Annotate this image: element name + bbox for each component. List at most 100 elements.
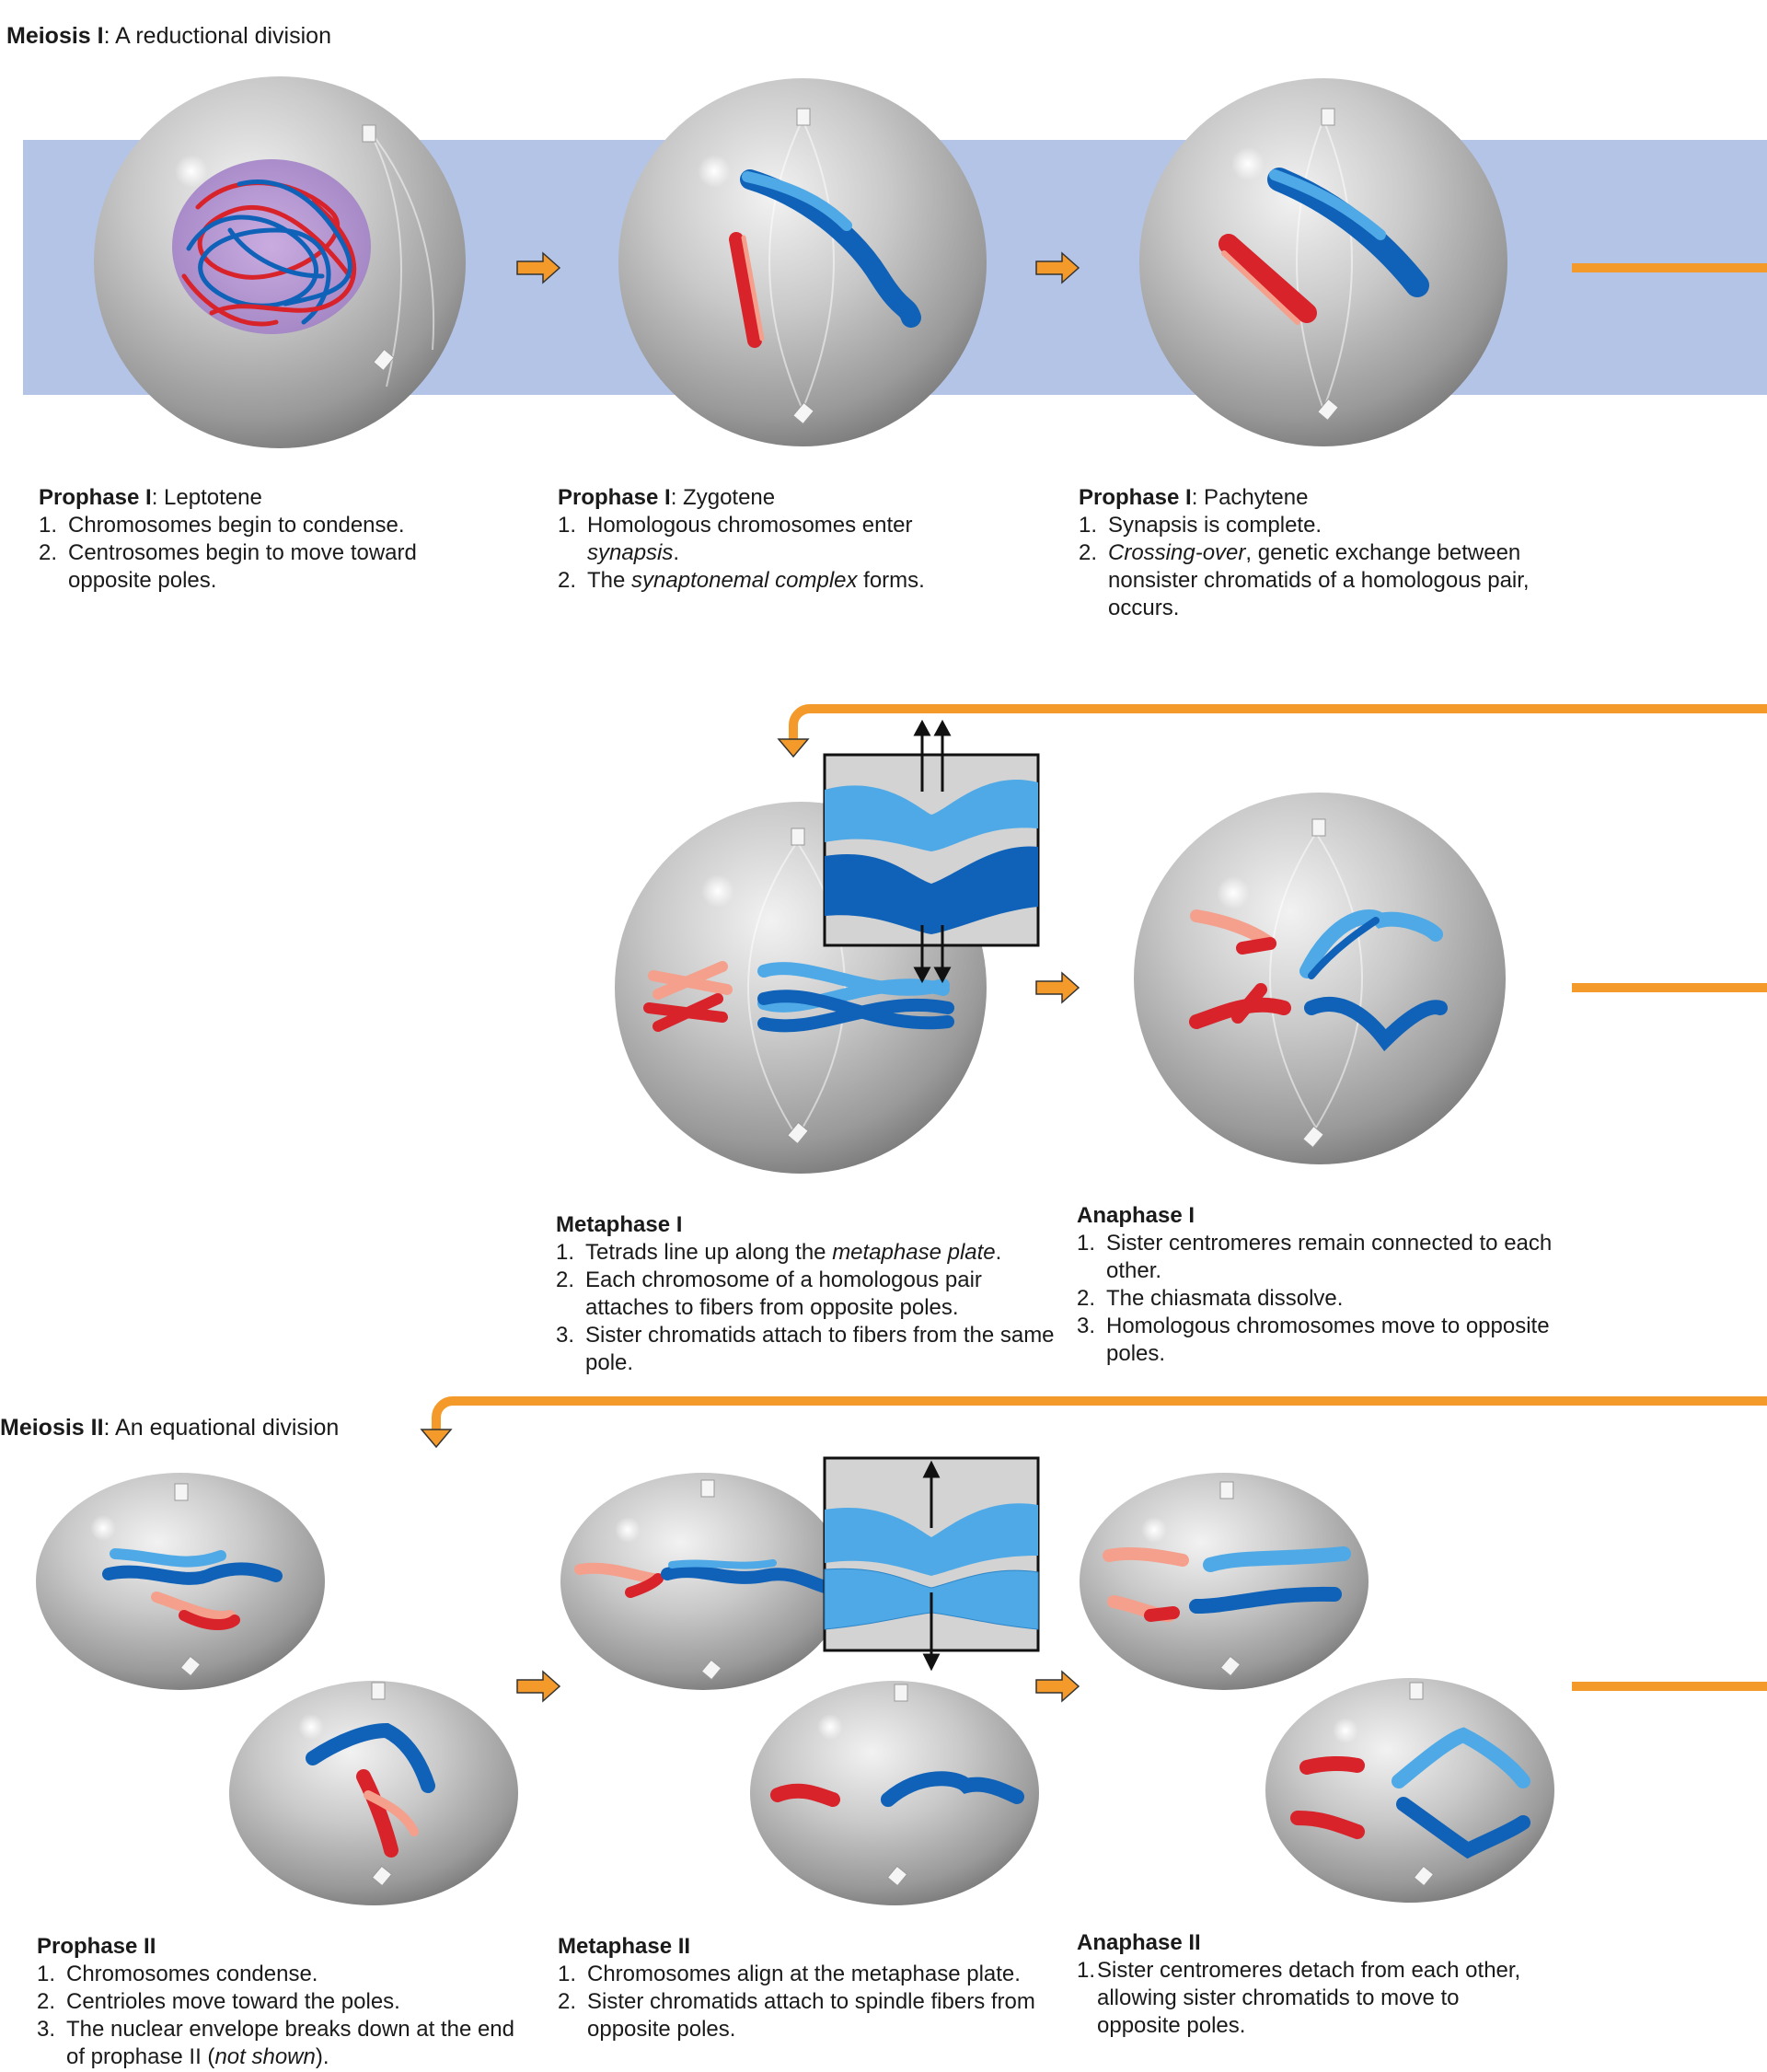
caption-pachytene: Prophase I: Pachytene 1. Synapsis is comp… [1079, 484, 1576, 622]
item-text: Sister centromeres detach from each othe… [1097, 1958, 1521, 2038]
connector-heads [420, 738, 810, 1449]
caption-item: 1. Homologous chromosomes enter synapsis. [558, 512, 990, 567]
caption-metaphase-1: Metaphase I 1. Tetrads line up along the … [556, 1211, 1071, 1377]
item-text: The nuclear envelope breaks down at the … [66, 2017, 514, 2069]
caption-item: 2. Sister chromatids attach to spindle fi… [558, 1988, 1055, 2043]
caption-title-bold: Prophase I [39, 485, 152, 510]
item-emphasis: not shown [214, 2044, 316, 2069]
item-text: forms. [857, 568, 925, 593]
caption-item: 2. Each chromosome of a homologous pair a… [556, 1267, 1071, 1322]
caption-item: 2.The synaptonemal complex forms. [558, 567, 990, 595]
item-text: Centrosomes begin to move toward opposit… [68, 540, 417, 593]
item-number: 2. [1079, 540, 1098, 565]
item-number: 1. [1079, 513, 1098, 538]
cell-metaphase-1 [615, 719, 1040, 1174]
item-number: 2. [556, 1268, 575, 1292]
arrow-icon [516, 251, 561, 284]
meiosis-2-title-bold: Meiosis II [0, 1415, 104, 1441]
caption-item: 1. Synapsis is complete. [1079, 512, 1576, 539]
item-text: The chiasmata dissolve. [1106, 1286, 1344, 1311]
item-number: 1. [37, 1962, 56, 1986]
caption-item: 1. Sister centromeres remain connected to… [1077, 1230, 1611, 1285]
item-text: ). [315, 2044, 329, 2069]
item-number: 2. [558, 568, 577, 593]
arrow-icon [1035, 251, 1080, 284]
item-number: 1. [1077, 1958, 1096, 1983]
caption-title-bold: Prophase I [1079, 485, 1192, 510]
arrow-icon [1035, 1670, 1080, 1703]
item-text: Each chromosome of a homologous pair att… [585, 1268, 982, 1320]
caption-title-rest: : Leptotene [151, 485, 262, 510]
cell-anaphase-2 [1080, 1473, 1554, 1903]
meiosis-2-title-rest: : An equational division [103, 1415, 340, 1441]
item-number: 1. [558, 1962, 577, 1986]
step-arrows [516, 251, 1080, 1703]
item-number: 3. [1077, 1314, 1096, 1338]
caption-item: 3. Homologous chromosomes move to opposit… [1077, 1313, 1611, 1368]
cell-zygotene [618, 78, 987, 446]
caption-title: Metaphase I [556, 1212, 683, 1237]
item-number: 1. [1077, 1231, 1096, 1256]
arrow-icon [1035, 971, 1080, 1004]
meiosis-1-title-bold: Meiosis I [6, 23, 104, 49]
item-number: 2. [39, 540, 58, 565]
cell-prophase-2 [36, 1473, 518, 1905]
item-text: Centrioles move toward the poles. [66, 1989, 400, 2014]
meiosis-1-title: Meiosis I: A reductional division [6, 22, 331, 50]
cell-metaphase-2 [560, 1456, 1040, 1905]
item-number: 2. [37, 1989, 56, 2014]
caption-title-rest: : Zygotene [670, 485, 776, 510]
item-number: 3. [37, 2017, 56, 2042]
meiosis-2-title: Meiosis II: An equational division [0, 1414, 339, 1441]
caption-item: 3.Sister chromatids attach to fibers fro… [556, 1322, 1071, 1377]
item-emphasis: metaphase plate [832, 1240, 996, 1265]
item-number: 1. [39, 513, 58, 538]
caption-item: 1. Tetrads line up along the metaphase pl… [556, 1239, 1071, 1267]
caption-item: 1. Chromosomes condense. [37, 1961, 525, 1988]
item-text: Sister chromatids attach to spindle fibe… [587, 1989, 1035, 2042]
caption-zygotene: Prophase I: Zygotene 1.Homologous chromo… [558, 484, 990, 595]
flow-connectors [432, 263, 1767, 1691]
caption-item: 1. Chromosomes begin to condense. [39, 512, 490, 539]
caption-title: Anaphase II [1077, 1930, 1201, 1955]
caption-item: 2. Centrosomes begin to move toward oppos… [39, 539, 490, 595]
item-text: Chromosomes begin to condense. [68, 513, 405, 538]
item-text: . [673, 540, 680, 565]
item-emphasis: Crossing-over [1108, 540, 1246, 565]
item-text: Tetrads line up along the [585, 1240, 833, 1265]
item-emphasis: synapsis [587, 540, 674, 565]
cell-leptotene [94, 76, 466, 448]
caption-title: Anaphase I [1077, 1203, 1195, 1228]
caption-item: 2. Crossing-over, genetic exchange betwee… [1079, 539, 1576, 622]
caption-title: Metaphase II [558, 1934, 691, 1959]
item-number: 2. [1077, 1286, 1096, 1311]
caption-anaphase-2: Anaphase II 1.Sister centromeres detach … [1077, 1929, 1537, 2040]
cell-pachytene [1139, 78, 1507, 446]
item-text: Chromosomes align at the metaphase plate… [587, 1962, 1021, 1986]
item-text: . [995, 1240, 1002, 1265]
item-text: Sister centromeres remain connected to e… [1106, 1231, 1553, 1283]
caption-leptotene: Prophase I: Leptotene 1. Chromosomes begi… [39, 484, 490, 595]
meiosis-1-title-rest: : A reductional division [103, 23, 331, 49]
item-text: Chromosomes condense. [66, 1962, 318, 1986]
caption-title: Prophase II [37, 1934, 156, 1959]
caption-prophase-2: Prophase II 1. Chromosomes condense. 2. Ce… [37, 1933, 525, 2071]
caption-anaphase-1: Anaphase I 1. Sister centromeres remain c… [1077, 1202, 1611, 1368]
item-text: Homologous chromosomes move to opposite … [1106, 1314, 1550, 1366]
caption-item: 2. Centrioles move toward the poles. [37, 1988, 525, 2016]
caption-item: 1. Chromosomes align at the metaphase pla… [558, 1961, 1055, 1988]
item-text: Synapsis is complete. [1108, 513, 1322, 538]
item-text: Homologous chromosomes enter [587, 513, 913, 538]
item-text: , genetic exchange between nonsister chr… [1108, 540, 1530, 620]
cell-anaphase-1 [1134, 793, 1506, 1164]
item-text: Sister chromatids attach to fibers from … [585, 1323, 1055, 1375]
item-number: 1. [558, 513, 577, 538]
caption-title-rest: : Pachytene [1191, 485, 1309, 510]
caption-metaphase-2: Metaphase II 1. Chromosomes align at the … [558, 1933, 1055, 2043]
item-text: The [587, 568, 632, 593]
item-number: 1. [556, 1240, 575, 1265]
caption-item: 3. The nuclear envelope breaks down at th… [37, 2016, 525, 2071]
item-number: 2. [558, 1989, 577, 2014]
arrow-icon [516, 1670, 561, 1703]
